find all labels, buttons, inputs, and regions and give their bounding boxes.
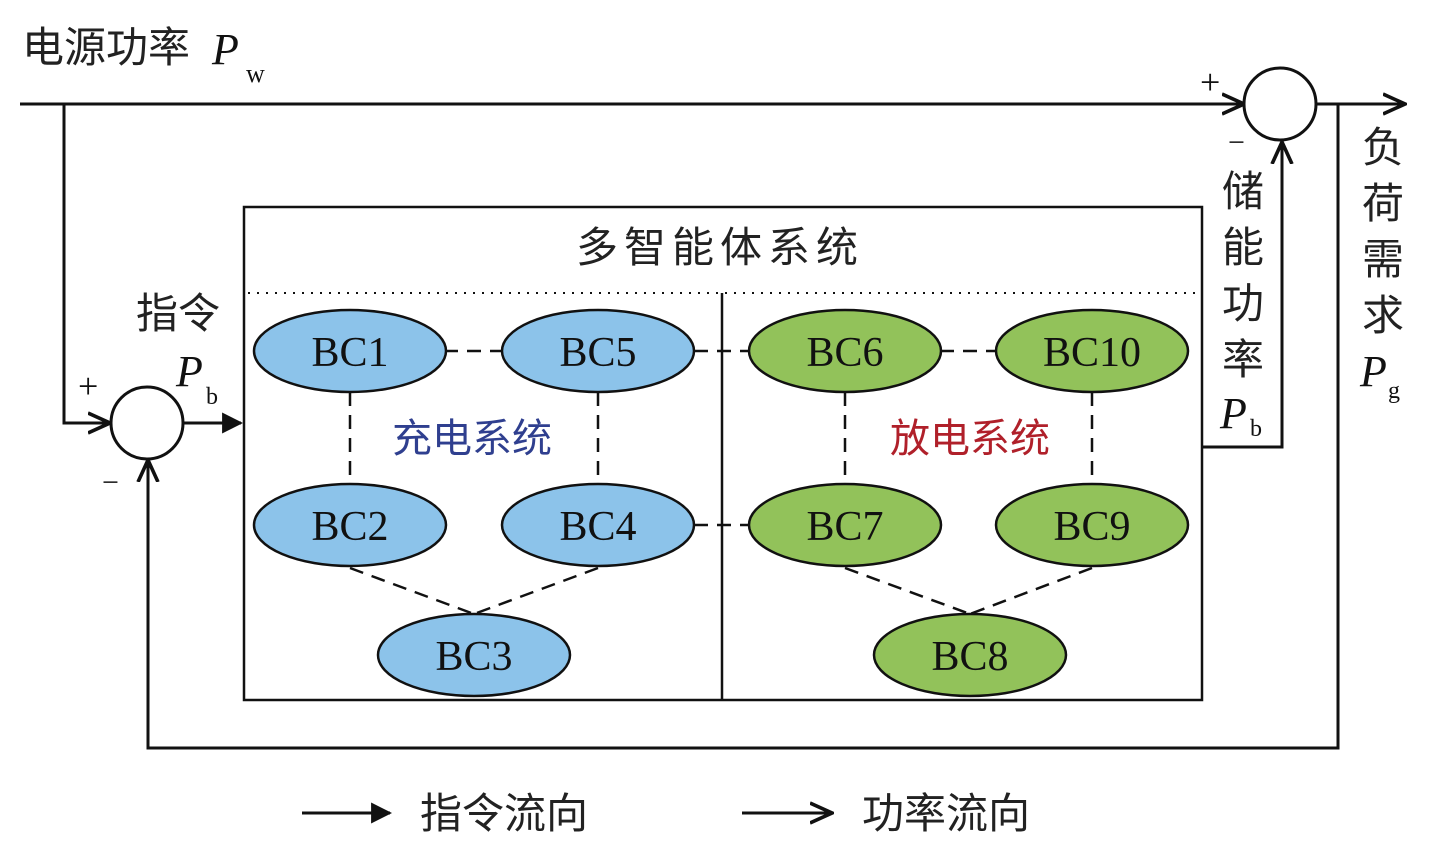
node-label-bc8: BC8 — [931, 634, 1008, 680]
node-label-bc5: BC5 — [559, 330, 636, 376]
load-demand-char: 荷 — [1362, 179, 1404, 228]
command-junction-minus: − — [102, 466, 119, 499]
node-bc5 — [500, 308, 696, 394]
command-summing-junction — [109, 385, 185, 461]
command-junction-plus: + — [78, 366, 98, 406]
feedback-line — [148, 104, 1340, 750]
discharging-system: BC6 BC10 BC7 BC9 BC8 放电系统 — [747, 308, 1190, 698]
storage-power-char: 功 — [1222, 279, 1264, 328]
charging-system: BC1 BC5 BC2 BC4 BC3 充电系统 — [252, 308, 696, 698]
node-bc10 — [994, 308, 1190, 394]
link-bc9-bc8 — [969, 566, 1093, 616]
load-demand-label: 负 荷 需 求 — [1362, 123, 1404, 340]
storage-power-label: 储 能 功 率 — [1222, 167, 1264, 384]
discharging-system-label: 放电系统 — [890, 416, 1050, 462]
node-label-bc3: BC3 — [435, 634, 512, 680]
storage-power-char: 率 — [1222, 335, 1264, 384]
link-bc2-bc3 — [349, 566, 475, 616]
source-power-subscript: w — [246, 59, 265, 88]
source-power-symbol: P — [211, 25, 239, 74]
load-demand-char: 需 — [1362, 235, 1404, 284]
command-symbol: P — [175, 347, 203, 396]
node-label-bc6: BC6 — [806, 330, 883, 376]
node-bc1 — [252, 308, 448, 394]
node-label-bc9: BC9 — [1053, 504, 1130, 550]
storage-power-char: 能 — [1222, 223, 1264, 272]
link-bc7-bc8 — [844, 566, 971, 616]
storage-power-symbol: P — [1219, 389, 1247, 438]
storage-power-subscript: b — [1250, 416, 1262, 442]
source-power-label: 电源功率 — [22, 23, 190, 72]
storage-power-line — [1202, 142, 1282, 449]
node-label-bc10: BC10 — [1043, 330, 1141, 376]
node-label-bc1: BC1 — [311, 330, 388, 376]
legend: 指令流向 功率流向 — [302, 789, 1030, 838]
node-bc7 — [747, 482, 943, 568]
node-bc6 — [747, 308, 943, 394]
output-junction-minus: − — [1228, 126, 1245, 159]
load-demand-symbol: P — [1359, 347, 1387, 396]
load-demand-char: 负 — [1362, 123, 1404, 172]
storage-power-char: 储 — [1222, 167, 1264, 216]
node-bc8 — [872, 612, 1068, 698]
output-summing-junction — [1242, 66, 1318, 142]
output-junction-plus: + — [1200, 62, 1220, 102]
node-label-bc7: BC7 — [806, 504, 883, 550]
node-bc3 — [376, 612, 572, 698]
node-label-bc4: BC4 — [559, 504, 636, 550]
node-label-bc2: BC2 — [311, 504, 388, 550]
node-bc9 — [994, 482, 1190, 568]
charging-system-label: 充电系统 — [392, 416, 552, 462]
node-bc4 — [500, 482, 696, 568]
command-subscript: b — [206, 384, 218, 410]
legend-power-flow-label: 功率流向 — [862, 789, 1030, 838]
node-bc2 — [252, 482, 448, 568]
legend-command-flow-label: 指令流向 — [420, 789, 588, 838]
command-label: 指令 — [136, 289, 220, 338]
source-branch-line — [62, 104, 110, 423]
load-demand-char: 求 — [1362, 291, 1404, 340]
link-bc4-bc3 — [473, 566, 599, 616]
communication-links — [348, 349, 1094, 616]
load-demand-subscript: g — [1388, 378, 1400, 404]
multi-agent-system-title: 多智能体系统 — [576, 223, 864, 272]
